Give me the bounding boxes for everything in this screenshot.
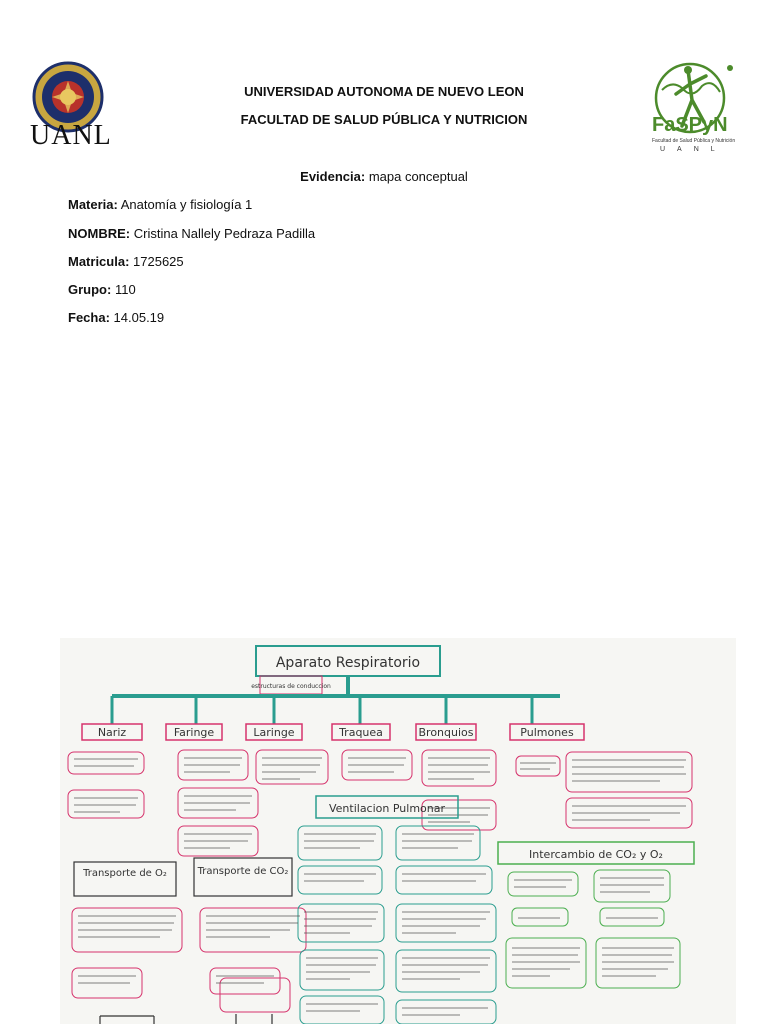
fecha-value: 14.05.19 [114, 310, 165, 325]
grupo-label: Grupo: [68, 282, 111, 297]
note-box [396, 950, 496, 992]
branch-laringe-label: Laringe [253, 726, 294, 739]
note-box [396, 1000, 496, 1024]
note-box [506, 938, 586, 988]
note-box [298, 826, 382, 860]
exchange-label: Intercambio de CO₂ y O₂ [529, 848, 663, 861]
faspyn-subtitle: Facultad de Salud Pública y Nutrición [652, 138, 742, 144]
note-box [508, 872, 578, 896]
connector-label: estructuras de conduccion [251, 683, 331, 690]
transport-co2-node [194, 858, 292, 896]
note-box [300, 996, 384, 1024]
materia-value: Anatomía y fisiología 1 [121, 197, 253, 212]
university-title: UNIVERSIDAD AUTONOMA DE NUEVO LEON [0, 84, 768, 99]
note-box [516, 756, 560, 776]
grupo-value: 110 [115, 282, 136, 297]
evidencia-value: mapa conceptual [369, 169, 468, 184]
note-box [512, 908, 568, 926]
matricula-line: Matricula: 1725625 [68, 254, 184, 269]
matricula-label: Matricula: [68, 254, 129, 269]
nombre-line: NOMBRE: Cristina Nallely Pedraza Padilla [68, 226, 315, 241]
transport-co2-label: Transporte de CO₂ [197, 866, 289, 877]
note-box [300, 950, 384, 990]
matricula-value: 1725625 [133, 254, 184, 269]
fecha-label: Fecha: [68, 310, 110, 325]
faspyn-footer: UANL [660, 146, 727, 153]
faculty-title: FACULTAD DE SALUD PÚBLICA Y NUTRICION [0, 112, 768, 127]
nombre-label: NOMBRE: [68, 226, 130, 241]
root-label: Aparato Respiratorio [276, 655, 420, 671]
note-box [422, 750, 496, 786]
branch-traquea-label: Traquea [338, 726, 383, 739]
note-box [396, 866, 492, 894]
materia-line: Materia: Anatomía y fisiología 1 [68, 197, 252, 212]
note-box [298, 866, 382, 894]
branch-bronquios-label: Bronquios [419, 726, 474, 739]
transport-o2-label: Transporte de O₂ [82, 868, 167, 879]
materia-label: Materia: [68, 197, 118, 212]
evidencia-line: Evidencia: mapa conceptual [0, 169, 768, 184]
fecha-line: Fecha: 14.05.19 [68, 310, 164, 325]
note-box [396, 826, 480, 860]
note-box [396, 904, 496, 942]
concept-map-photo: Aparato Respiratorio estructuras de cond… [60, 638, 736, 1024]
concept-map-drawing: Aparato Respiratorio estructuras de cond… [60, 638, 736, 1024]
branch-faringe-label: Faringe [174, 726, 215, 739]
note-box [68, 790, 144, 818]
note-box [596, 938, 680, 988]
grupo-line: Grupo: 110 [68, 282, 136, 297]
evidencia-label: Evidencia: [300, 169, 365, 184]
note-box [594, 870, 670, 902]
note-box [566, 752, 692, 792]
branch-pulmones-label: Pulmones [520, 726, 574, 739]
nombre-value: Cristina Nallely Pedraza Padilla [134, 226, 315, 241]
note-box [600, 908, 664, 926]
ventilation-label: Ventilacion Pulmonar [329, 802, 446, 815]
note-box [68, 752, 144, 774]
branch-nariz-label: Nariz [98, 726, 127, 739]
note-box [298, 904, 384, 942]
